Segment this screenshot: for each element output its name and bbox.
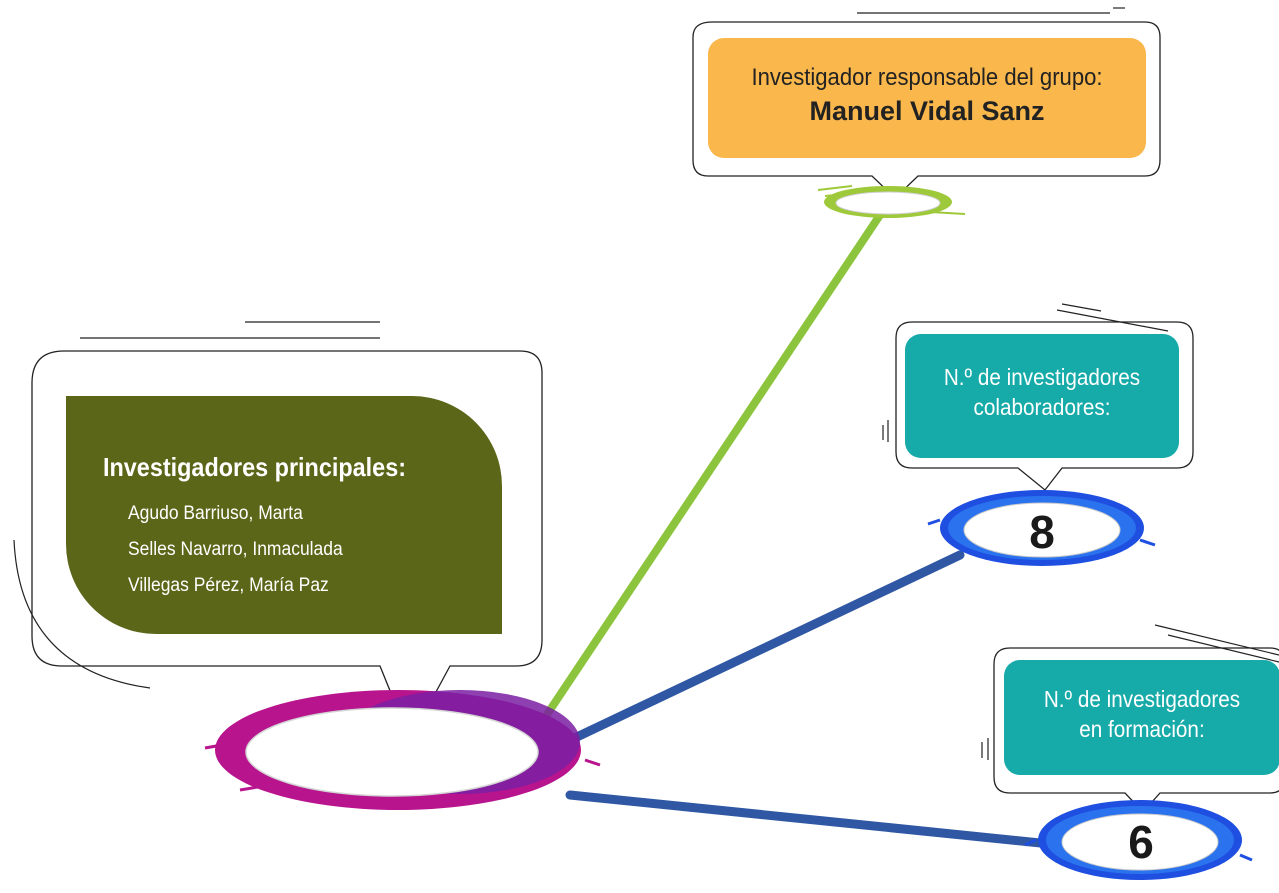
principal-member: Agudo Barriuso, Marta (128, 503, 303, 524)
responsable-label: Investigador responsable del grupo: (751, 64, 1103, 91)
colaboradores-label-line1: N.º de investigadores (943, 364, 1141, 390)
formacion-label-line1: N.º de investigadores (1043, 686, 1241, 712)
colaboradores-card: N.º de investigadores colaboradores: (905, 334, 1179, 458)
colaboradores-label-line2: colaboradores: (973, 394, 1111, 420)
deco-line (1056, 309, 1169, 332)
deco-arc (13, 539, 151, 689)
connector-formacion (565, 790, 1065, 850)
principal-member: Villegas Pérez, María Paz (128, 575, 329, 596)
deco-line (1154, 624, 1279, 656)
deco-line (1167, 634, 1279, 663)
principales-list: Agudo Barriuso, Marta Selles Navarro, In… (128, 496, 361, 604)
connector-colaboradores (555, 550, 965, 750)
principal-member: Selles Navarro, Inmaculada (128, 539, 343, 560)
formacion-count: 6 (1128, 816, 1154, 868)
connector-responsable (536, 211, 884, 729)
deco-line (1061, 303, 1102, 312)
formacion-label-line2: en formación: (1079, 716, 1205, 742)
responsable-card: Investigador responsable del grupo: Manu… (708, 38, 1146, 158)
responsable-name: Manuel Vidal Sanz (809, 96, 1045, 126)
formacion-card: N.º de investigadores en formación: (1004, 660, 1279, 775)
principales-title: Investigadores principales: (103, 452, 407, 482)
principales-card: Investigadores principales: Agudo Barriu… (66, 396, 502, 634)
colaboradores-bubble-outline (895, 321, 1194, 491)
colaboradores-count: 8 (1029, 506, 1055, 558)
